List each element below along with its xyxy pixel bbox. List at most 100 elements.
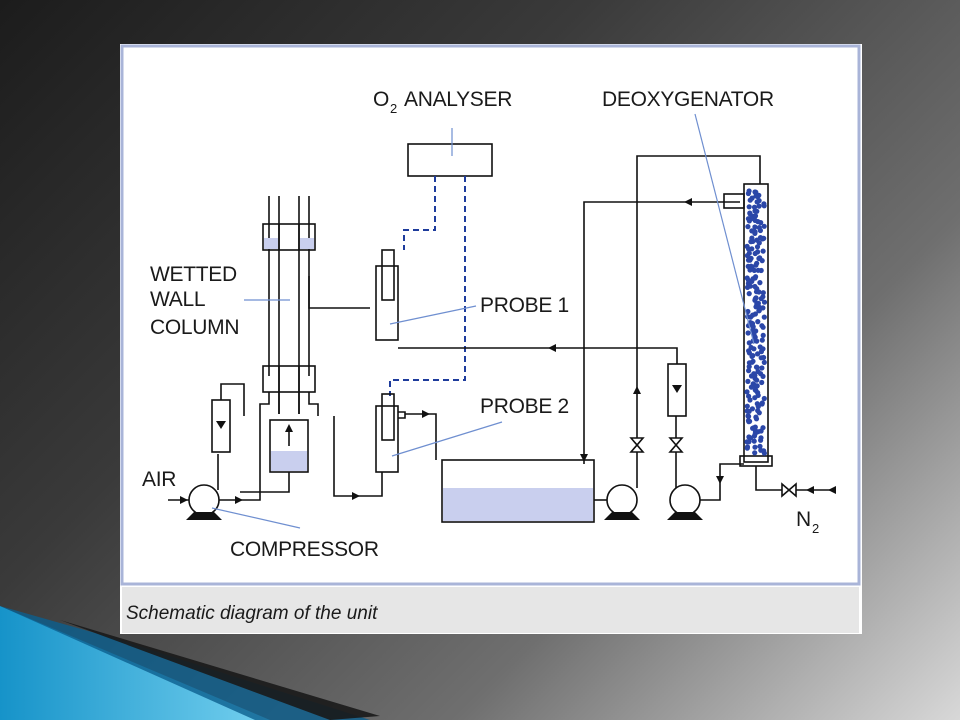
packing-bead bbox=[753, 416, 760, 422]
probe2-leader bbox=[391, 421, 503, 457]
packing-bead bbox=[744, 284, 751, 290]
packing-bead bbox=[744, 389, 750, 395]
packing-bead bbox=[759, 337, 765, 343]
probe2-label: PROBE 2 bbox=[480, 395, 569, 418]
packing-bead bbox=[758, 220, 764, 226]
packing-bead bbox=[754, 377, 760, 383]
n2-label-subscript: 2 bbox=[812, 521, 819, 536]
packing-bead bbox=[756, 240, 762, 246]
column-top-liquid-left bbox=[264, 238, 278, 249]
packing-bead bbox=[760, 373, 766, 379]
packing-bead bbox=[761, 448, 767, 454]
packing-bead bbox=[744, 445, 750, 451]
packing-bead bbox=[750, 353, 756, 359]
packing-bead bbox=[745, 378, 751, 384]
packing-bead bbox=[760, 248, 766, 254]
deoxygenator-to-tank-line bbox=[583, 201, 740, 464]
packing-bead bbox=[745, 224, 751, 230]
packing-bead bbox=[746, 419, 752, 425]
packing-bead bbox=[761, 223, 767, 229]
valve-pump2 bbox=[668, 437, 684, 453]
probe2-to-tank-line bbox=[405, 413, 437, 460]
packing-bead bbox=[745, 257, 752, 263]
packing-bead bbox=[751, 267, 757, 273]
compressor-pump bbox=[188, 484, 220, 516]
pump1-to-deoxygenator-line bbox=[636, 155, 761, 438]
packing-bead bbox=[756, 410, 762, 416]
packing-bead bbox=[753, 364, 760, 370]
o2-analyser-label-text: ANALYSER bbox=[404, 88, 512, 111]
packing-bead bbox=[760, 324, 766, 330]
packing-bead bbox=[757, 280, 763, 286]
packing-bead bbox=[752, 224, 758, 230]
deoxygenator-outlet bbox=[723, 193, 745, 209]
packing-bead bbox=[746, 413, 752, 419]
column-to-probe1-line bbox=[308, 276, 370, 309]
packing-bead bbox=[746, 408, 752, 414]
vessel-to-probe2-line bbox=[333, 416, 383, 497]
packing-bead bbox=[756, 289, 762, 295]
packing-bead bbox=[755, 249, 761, 255]
wetted-wall-column-label-line2: WALL bbox=[150, 288, 205, 311]
deoxygenator-label: DEOXYGENATOR bbox=[602, 88, 774, 111]
packing-bead bbox=[746, 291, 752, 297]
packing-bead bbox=[760, 305, 766, 311]
packing-bead bbox=[744, 439, 750, 445]
probe2-signal-line bbox=[389, 176, 466, 396]
packing-bead bbox=[746, 204, 752, 210]
valve-n2 bbox=[781, 482, 797, 498]
packing-bead bbox=[747, 210, 753, 216]
packing-bead bbox=[757, 443, 763, 449]
n2-inlet-line bbox=[755, 466, 782, 491]
packing-bead bbox=[752, 444, 758, 450]
column-top-head bbox=[262, 223, 316, 251]
figure-caption: Schematic diagram of the unit bbox=[126, 603, 378, 624]
packing-bead bbox=[758, 355, 764, 361]
packing-bead bbox=[753, 193, 759, 199]
packing-bead bbox=[760, 290, 766, 296]
probe2-body bbox=[375, 405, 399, 473]
packing-bead bbox=[746, 340, 752, 346]
packing-bead bbox=[752, 450, 758, 456]
packing-bead bbox=[748, 384, 755, 390]
packing-bead bbox=[746, 368, 752, 374]
packing-bead bbox=[754, 244, 761, 250]
figure-card: Schematic diagram of the unit O 2 ANALYS… bbox=[120, 44, 862, 634]
packing-bead bbox=[745, 277, 752, 283]
o2-analyser-label-subscript: 2 bbox=[390, 101, 397, 116]
packing-bead bbox=[751, 433, 758, 439]
packing-bead bbox=[752, 395, 758, 401]
packing-bead bbox=[746, 364, 752, 370]
packing-bead bbox=[748, 373, 755, 379]
flowmeter-to-probe1-line bbox=[398, 347, 678, 364]
packing-bead bbox=[750, 327, 756, 333]
packing-bead bbox=[755, 351, 761, 357]
packing-bead bbox=[747, 397, 753, 403]
valve-pump1 bbox=[629, 437, 645, 453]
packing-bead bbox=[752, 297, 758, 303]
packing-bead bbox=[759, 258, 765, 264]
packing-bead bbox=[755, 267, 761, 273]
deoxygenator-column bbox=[743, 183, 769, 463]
packing-bead bbox=[748, 239, 754, 245]
packing-bead bbox=[758, 349, 765, 355]
packing-bead bbox=[752, 189, 758, 195]
packing-bead bbox=[751, 438, 757, 444]
packing-bead bbox=[755, 403, 761, 410]
tank-liquid bbox=[443, 488, 593, 521]
vessel-liquid bbox=[271, 451, 307, 471]
probe1-body bbox=[375, 265, 399, 341]
packing-bead bbox=[752, 213, 759, 219]
compressor-label: COMPRESSOR bbox=[230, 538, 379, 561]
tank-pump bbox=[606, 484, 638, 516]
packing-bead bbox=[756, 308, 762, 314]
packing-bead bbox=[761, 314, 767, 320]
o2-analyser-label-o: O bbox=[373, 88, 389, 111]
corner-black-stripe bbox=[60, 620, 380, 720]
schematic-diagram: Schematic diagram of the unit O 2 ANALYS… bbox=[120, 44, 861, 633]
deoxygenator-leader bbox=[694, 113, 755, 345]
column-bottom-head bbox=[262, 365, 316, 393]
packing-bead bbox=[752, 217, 758, 223]
packing-bead bbox=[750, 312, 756, 318]
packing-bead bbox=[756, 203, 762, 209]
